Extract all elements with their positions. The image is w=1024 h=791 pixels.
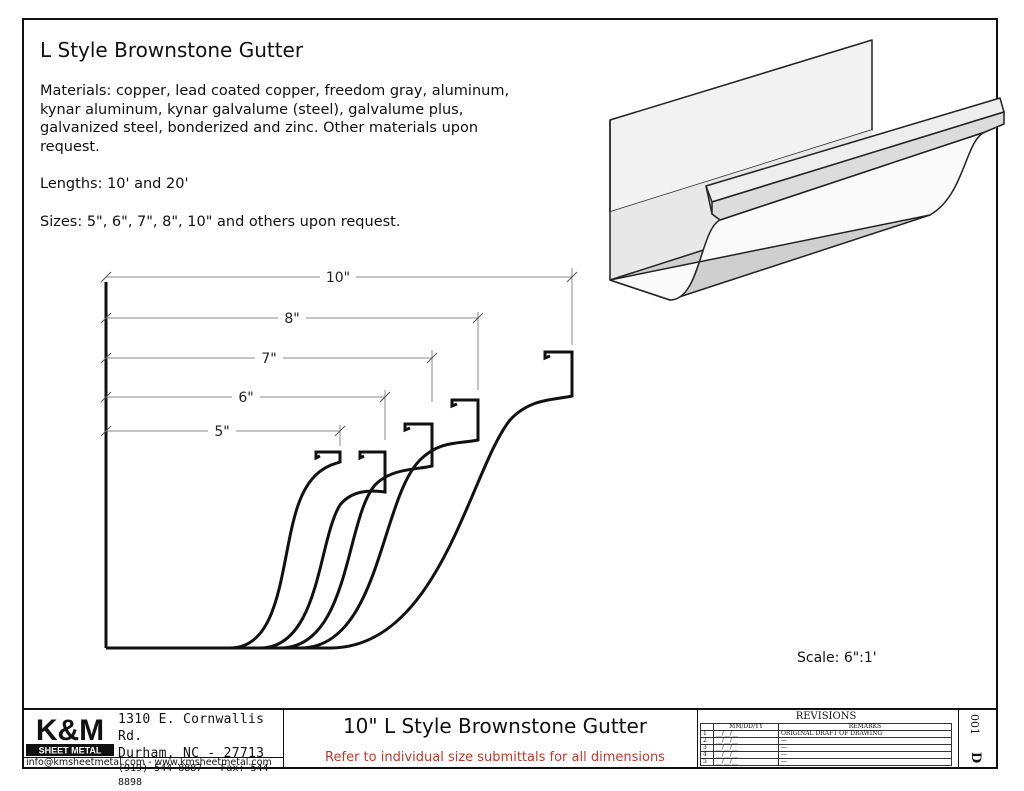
address-line-1: 1310 E. Cornwallis Rd. bbox=[118, 712, 265, 744]
rev-row: 1 __/__/__ ORIGINAL DRAFT OF DRAWING bbox=[700, 730, 952, 738]
rev-row: 3 __/__/__ — bbox=[700, 744, 952, 752]
rev-row: 2 __/__/__ — bbox=[700, 737, 952, 745]
dimension-label-10in: 10" bbox=[326, 270, 350, 286]
drawing-border bbox=[22, 18, 998, 769]
logo-text: K&M bbox=[36, 714, 104, 747]
profile-7in bbox=[210, 422, 434, 650]
gutter-profiles bbox=[106, 350, 574, 650]
sheet-number: 001 bbox=[968, 714, 981, 735]
revisions-title: REVISIONS bbox=[795, 711, 857, 722]
dimension-note: Refer to individual size submittals for … bbox=[325, 750, 665, 765]
company-logo: K&M SHEET METAL bbox=[26, 711, 114, 757]
profile-8in bbox=[220, 398, 480, 650]
lengths-text: Lengths: 10' and 20' bbox=[40, 176, 189, 192]
scale-label: Scale: 6":1' bbox=[797, 650, 877, 666]
revision-letter: D bbox=[968, 751, 984, 764]
profile-10in bbox=[230, 350, 574, 650]
revisions-grid: MM/DD/YY REMARKS 1 __/__/__ ORIGINAL DRA… bbox=[700, 723, 952, 766]
dimension-lines bbox=[100, 268, 578, 446]
gutter-3d-illustration bbox=[609, 39, 1005, 301]
materials-text: Materials: copper, lead coated copper, f… bbox=[40, 83, 510, 155]
sizes-text: Sizes: 5", 6", 7", 8", 10" and others up… bbox=[40, 213, 401, 230]
profile-6in bbox=[200, 450, 387, 650]
rev-remark: — bbox=[778, 737, 952, 745]
page-title: L Style Brownstone Gutter bbox=[40, 38, 304, 62]
rev-num: 5 bbox=[700, 758, 714, 766]
rev-remark: — bbox=[778, 751, 952, 759]
rev-remark: ORIGINAL DRAFT OF DRAWING bbox=[778, 730, 952, 738]
revisions-table: REVISIONS MM/DD/YY REMARKS 1 __/__/__ OR… bbox=[700, 711, 952, 767]
divider bbox=[697, 710, 698, 769]
description: Materials: copper, lead coated copper, f… bbox=[40, 82, 510, 250]
logo-subtext: SHEET METAL bbox=[39, 746, 102, 756]
divider bbox=[22, 757, 284, 758]
divider bbox=[958, 710, 959, 769]
rev-remark: — bbox=[778, 744, 952, 752]
dimension-label-5in: 5" bbox=[214, 424, 229, 440]
dimension-label-8in: 8" bbox=[284, 311, 299, 327]
rev-remark: — bbox=[778, 758, 952, 766]
dimension-label-7in: 7" bbox=[261, 351, 276, 367]
phone-fax: (919) 544-8887 - Fax: 544-8898 bbox=[118, 763, 275, 788]
divider bbox=[283, 710, 284, 769]
rev-date: __/__/__ bbox=[713, 758, 779, 766]
sheet-number-block: 001 D bbox=[962, 712, 992, 768]
rev-row: 4 __/__/__ — bbox=[700, 751, 952, 759]
contact-line: info@kmsheetmetal.com - www.kmsheetmetal… bbox=[26, 757, 272, 768]
title-block bbox=[22, 708, 998, 769]
rev-row: 5 __/__/__ — bbox=[700, 758, 952, 766]
drawing-title: 10" L Style Brownstone Gutter bbox=[342, 714, 648, 738]
profile-baseline bbox=[104, 282, 300, 650]
dimension-label-6in: 6" bbox=[238, 390, 253, 406]
profile-5in bbox=[106, 450, 342, 650]
company-address: 1310 E. Cornwallis Rd. Durham, NC - 2771… bbox=[118, 711, 282, 790]
